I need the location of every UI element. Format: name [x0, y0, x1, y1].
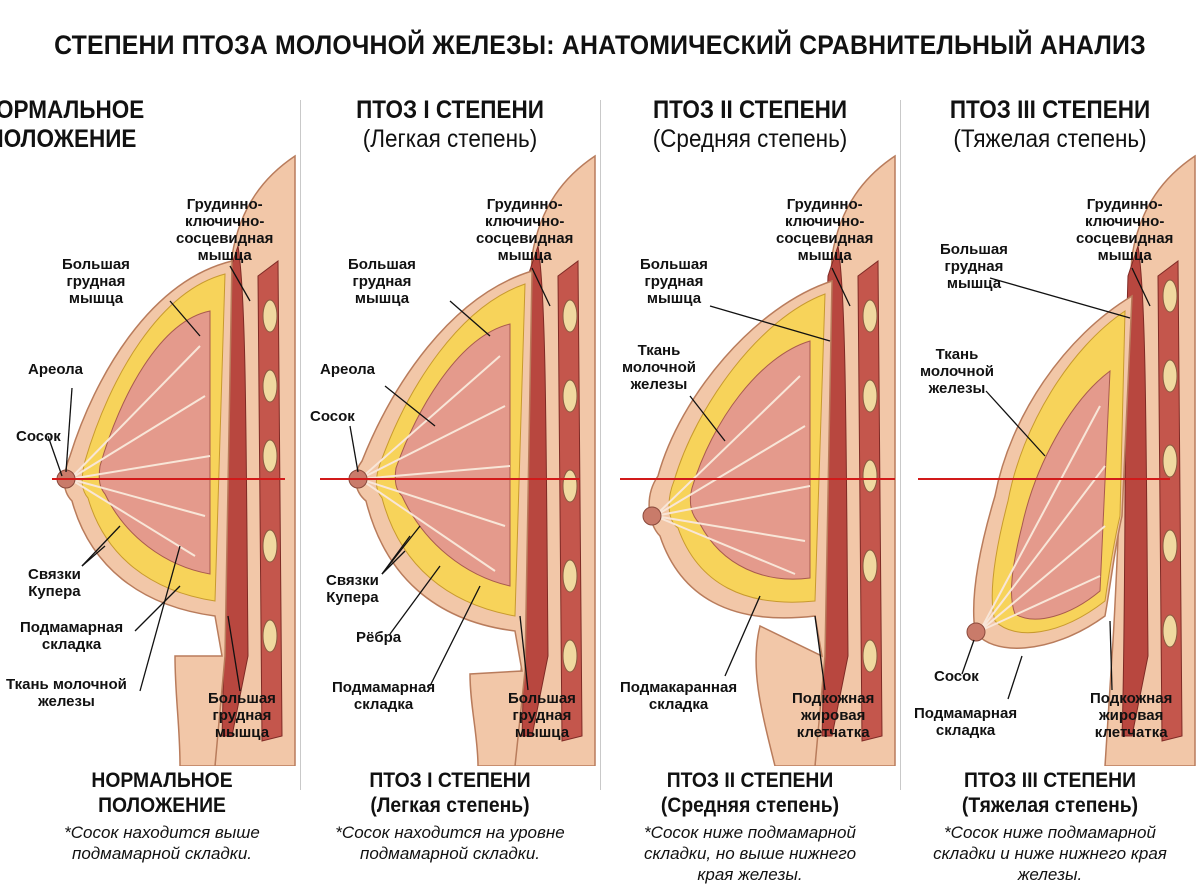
footer-title-line2: ПОЛОЖЕНИЕ — [98, 794, 226, 817]
panel-grade-3: ПТОЗ III СТЕПЕНИ (Тяжелая степень) — [900, 96, 1200, 886]
footer-note: *Сосок ниже подмамарной складки и ниже н… — [933, 823, 1167, 884]
panel-heading-line1: НОРМАЛЬНОЕ — [0, 96, 145, 124]
label-gland-tissue: Ткань молочной железы — [6, 676, 127, 710]
label-pec-major: Большая грудная мышца — [640, 256, 708, 307]
breast-cross-section-grade-1 — [320, 154, 596, 766]
panel-footer: ПТОЗ II СТЕПЕНИ (Средняя степень) *Сосок… — [600, 768, 900, 885]
label-inframammary-fold: Подмакаранная складка — [620, 679, 738, 713]
label-leaders — [961, 267, 1151, 700]
label-leaders — [349, 267, 551, 691]
label-cooper-ligaments: Связки Купера — [28, 566, 81, 600]
panel-heading: ПТОЗ II СТЕПЕНИ (Средняя степень) — [615, 96, 885, 154]
page-title: СТЕПЕНИ ПТОЗА МОЛОЧНОЙ ЖЕЛЕЗЫ: АНАТОМИЧЕ… — [54, 30, 1146, 60]
panel-normal: НОРМАЛЬНОЕ ПОЛОЖЕНИЕ — [0, 96, 300, 886]
panel-divider — [600, 100, 601, 790]
panel-heading-line1: ПТОЗ II СТЕПЕНИ — [652, 96, 848, 124]
label-gland-tissue: Ткань молочной железы — [920, 346, 994, 397]
panel-divider — [300, 100, 301, 790]
label-scm: Грудинно- ключично- сосцевидная мышца — [176, 196, 274, 264]
label-subcutaneous-fat: Подкожная жировая клетчатка — [792, 690, 875, 741]
label-gland-tissue: Ткань молочной железы — [622, 342, 696, 393]
label-nipple: Сосок — [934, 668, 979, 685]
panel-heading-line1: ПТОЗ III СТЕПЕНИ — [949, 96, 1151, 124]
breast-cross-section-grade-3 — [918, 154, 1196, 766]
label-leaders — [689, 267, 851, 691]
label-areola: Ареола — [28, 361, 83, 378]
label-subcutaneous-fat: Подкожная жировая клетчатка — [1090, 690, 1173, 741]
label-pec-major: Большая грудная мышца — [348, 256, 416, 307]
footer-note: *Сосок находится выше подмамарной складк… — [64, 823, 260, 863]
panel-heading-line2: ПОЛОЖЕНИЕ — [0, 125, 137, 153]
label-ribs: Рёбра — [356, 629, 402, 646]
panel-footer: ПТОЗ III СТЕПЕНИ (Тяжелая степень) *Сосо… — [900, 768, 1200, 885]
panel-grade-2: ПТОЗ II СТЕПЕНИ (Средняя степень) — [600, 96, 900, 886]
panel-heading-line2: (Средняя степень) — [652, 125, 848, 153]
breast-mound — [642, 279, 833, 766]
footer-title-line1: ПТОЗ I СТЕПЕНИ — [369, 769, 531, 792]
panel-divider — [900, 100, 901, 790]
label-cooper-ligaments: Связки Купера — [326, 572, 379, 606]
footer-title-line1: НОРМАЛЬНОЕ — [91, 769, 233, 792]
footer-title-line2: (Легкая степень) — [370, 794, 530, 817]
panel-heading-line2: (Тяжелая степень) — [953, 125, 1147, 153]
footer-title-line2: (Тяжелая степень) — [961, 794, 1139, 817]
breast-cross-section-grade-2 — [620, 154, 896, 766]
label-pec-major: Большая грудная мышца — [940, 241, 1008, 292]
footer-note: *Сосок ниже подмамарной складки, но выше… — [643, 823, 857, 884]
footer-title-line2: (Средняя степень) — [660, 794, 840, 817]
footer-title-line1: ПТОЗ II СТЕПЕНИ — [666, 769, 834, 792]
label-areola: Ареола — [320, 361, 375, 378]
panel-heading: ПТОЗ I СТЕПЕНИ (Легкая степень) — [315, 96, 585, 154]
panel-heading-line2: (Легкая степень) — [362, 125, 538, 153]
footer-note: *Сосок находится на уровне подмамарной с… — [335, 823, 565, 863]
label-nipple: Сосок — [16, 428, 61, 445]
label-scm: Грудинно- ключично- сосцевидная мышца — [776, 196, 874, 264]
label-pec-major: Большая грудная мышца — [62, 256, 130, 307]
breast-cross-section-normal — [47, 154, 296, 766]
label-leaders — [47, 265, 251, 692]
breast-mound — [966, 294, 1133, 649]
breast-mound — [348, 269, 533, 766]
label-inframammary-fold: Подмамарная складка — [20, 619, 124, 653]
label-scm: Грудинно- ключично- сосцевидная мышца — [476, 196, 574, 264]
label-pec-major-lower: Большая грудная мышца — [208, 690, 276, 741]
panel-heading: ПТОЗ III СТЕПЕНИ (Тяжелая степень) — [915, 96, 1185, 154]
footer-title-line1: ПТОЗ III СТЕПЕНИ — [964, 769, 1136, 792]
panel-footer: ПТОЗ I СТЕПЕНИ (Легкая степень) *Сосок н… — [300, 768, 600, 864]
label-scm: Грудинно- ключично- сосцевидная мышца — [1076, 196, 1174, 264]
label-inframammary-fold: Подмамарная складка — [332, 679, 436, 713]
panel-heading-line1: ПТОЗ I СТЕПЕНИ — [356, 96, 544, 124]
label-inframammary-fold: Подмамарная складка — [914, 705, 1018, 739]
panel-grade-1: ПТОЗ I СТЕПЕНИ (Легкая степень) — [300, 96, 600, 886]
panel-heading: НОРМАЛЬНОЕ ПОЛОЖЕНИЕ — [0, 96, 197, 154]
label-pec-major-lower: Большая грудная мышца — [508, 690, 576, 741]
panel-footer: НОРМАЛЬНОЕ ПОЛОЖЕНИЕ *Сосок находится вы… — [12, 768, 312, 864]
label-nipple: Сосок — [310, 408, 355, 425]
breast-mound — [56, 260, 233, 766]
